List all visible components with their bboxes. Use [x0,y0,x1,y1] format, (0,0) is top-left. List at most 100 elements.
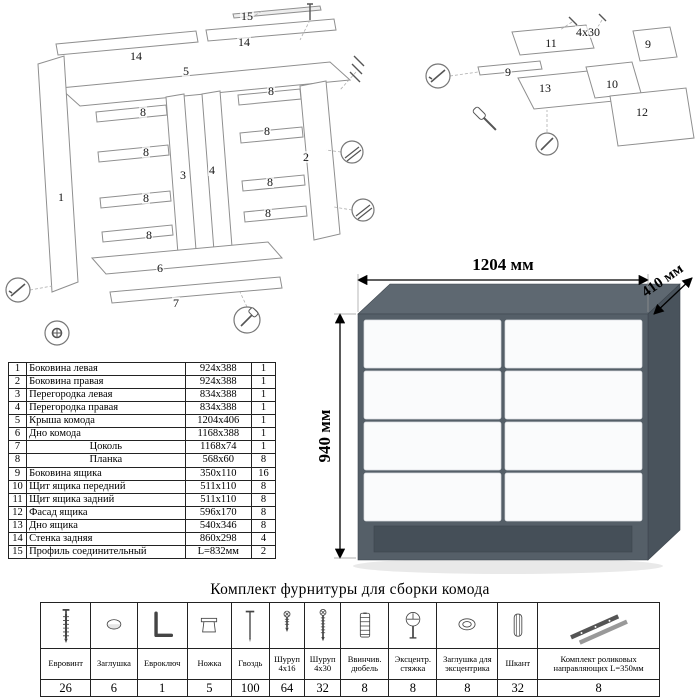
cap-icon [90,602,138,649]
hardware-item-name: Шуруп 4х30 [304,648,341,680]
part-number: 14 [7,531,28,546]
part-name: Щит ящика задний [26,492,186,507]
cam-cap-icon [436,602,499,649]
part-name: Фасад ящика [26,505,186,520]
part-qty: 8 [250,479,277,494]
height-dimension: 940 мм [318,312,356,560]
screw-large-icon [304,602,341,649]
hardware-item-name: Заглушка для эксцентрика [436,648,499,680]
hardware-item-name: Комплект роликовых направляющих L=350мм [537,648,660,680]
part-size: 860х298 [184,531,252,546]
foot-icon [186,602,232,649]
part-size: 834х388 [184,401,252,416]
part-size: 596х170 [184,505,252,520]
hardware-item-name: Эксцентр. стяжка [388,648,438,680]
hardware-item-qty: 6 [90,679,138,697]
diagram-part-label: 1 [57,190,65,204]
hardware-item-name: Ножка [186,648,232,680]
part-size: 1168х74 [184,440,252,455]
part-number: 15 [7,544,28,559]
part-size: 924х388 [184,375,252,390]
part-qty: 1 [250,414,277,429]
part-number: 6 [7,427,28,442]
diagram-part-label: 9 [644,37,652,51]
part-size: 924х388 [184,361,252,377]
diagram-part-label: 10 [605,77,619,91]
diagram-part-label: 8 [266,175,274,189]
part-qty: 8 [250,492,277,507]
diagram-part-label: 8 [267,84,275,98]
diagram-part-label: 2 [302,150,310,164]
part-number: 4 [7,401,28,416]
part-qty: 2 [250,544,277,559]
diagram-part-label: 13 [538,81,552,95]
part-size: 568х60 [184,453,252,468]
part-number: 9 [7,466,28,481]
part-qty: 4 [250,531,277,546]
part-name: Перегородка левая [26,388,186,403]
hardware-item-qty: 5 [186,679,232,697]
part-number: 1 [7,361,28,377]
part-number: 13 [7,518,28,533]
hardware-item-qty: 8 [339,679,390,697]
part-number: 12 [7,505,28,520]
hardware-item-qty: 32 [304,679,341,697]
hardware-item-qty: 32 [497,679,539,697]
diagram-part-label: 14 [237,35,251,49]
part-number: 2 [7,375,28,390]
part-qty: 1 [250,427,277,442]
part-number: 11 [7,492,28,507]
part-qty: 8 [250,518,277,533]
part-name: Боковина правая [26,375,186,390]
hardware-item-name: Шуруп 4х16 [268,648,306,680]
floor-shadow [353,558,663,574]
screwdriver-icon [472,106,497,131]
part-name: Цоколь [26,440,186,455]
diagram-part-label: 8 [142,191,150,205]
screw-small-icon [268,602,306,649]
eurovint-icon [39,602,92,649]
hardware-item-qty: 8 [436,679,499,697]
hardware-item-qty: 8 [388,679,438,697]
dresser-render: 1204 мм 410 мм 940 мм [318,250,698,585]
drawer-fronts [363,319,643,522]
hardware-kit-title: Комплект фурнитуры для сборки комода [210,581,490,598]
plinth [373,525,633,553]
part-name: Дно ящика [26,518,186,533]
hardware-item-qty: 64 [268,679,306,697]
drawer-assembly-drawing [425,13,695,156]
diagram-part-label: 8 [139,105,147,119]
diagram-part-label: 4х30 [575,25,601,39]
part-name: Щит ящика передний [26,479,186,494]
part-size: 1204х406 [184,414,252,429]
part-qty: 1 [250,388,277,403]
part-name: Боковина левая [26,361,186,377]
diagram-part-label: 15 [240,9,254,23]
hardware-item-name: Заглушка [90,648,138,680]
part-number: 5 [7,414,28,429]
hardware-icon-row [39,602,660,649]
diagram-part-label: 7 [172,296,180,310]
hexkey-icon [136,602,188,649]
diagram-part-label: 3 [179,168,187,182]
diagram-part-label: 6 [156,261,164,275]
part-qty: 1 [250,440,277,455]
width-dimension-label: 1204 мм [472,255,534,274]
diagram-part-label: 12 [635,105,649,119]
part-size: 1168х388 [184,427,252,442]
hardware-item-qty: 100 [230,679,270,697]
